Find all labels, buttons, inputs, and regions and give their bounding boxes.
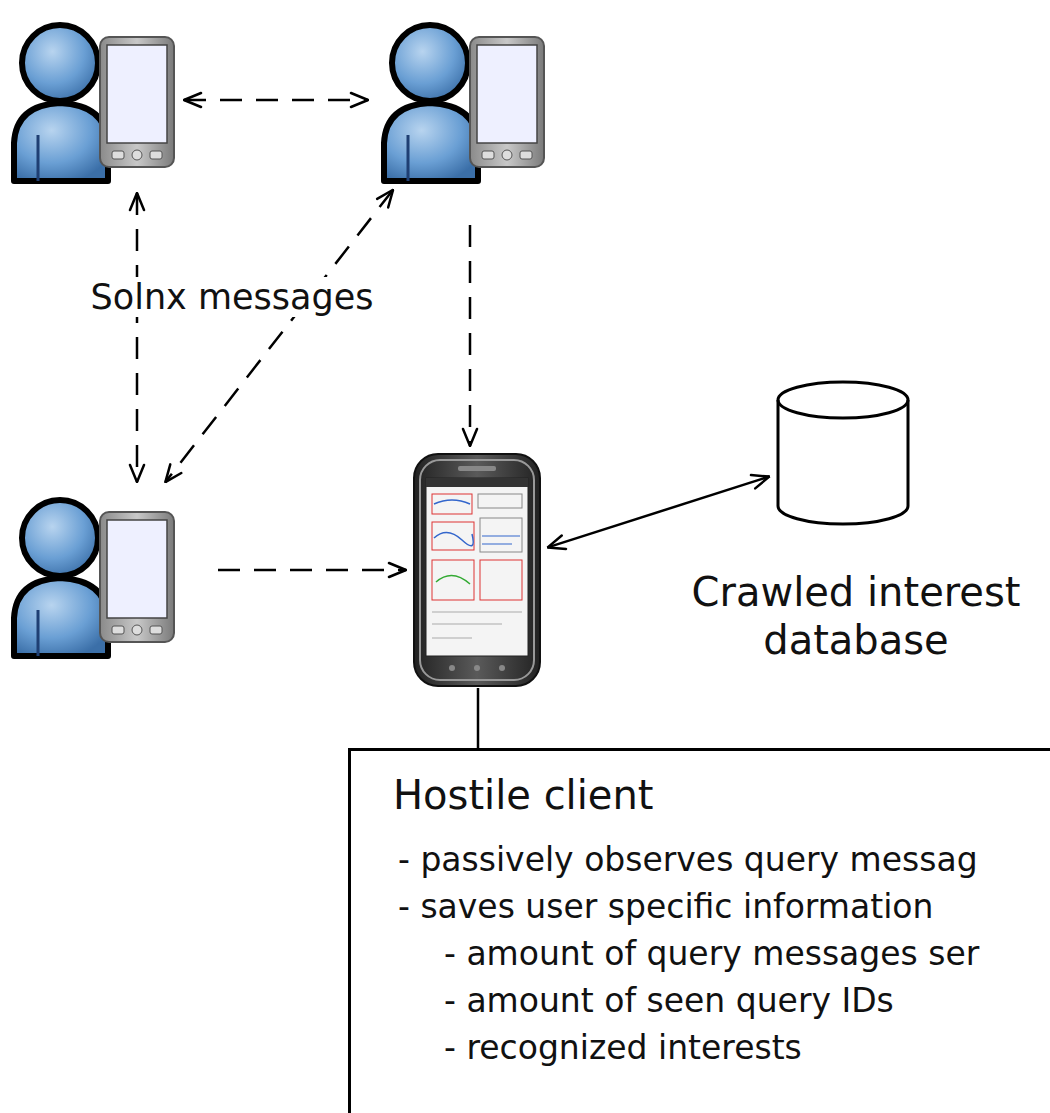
message-arrow (469, 225, 472, 446)
hostile-client-box: Hostile client - passively observes query… (348, 748, 1050, 1113)
message-arrow (165, 190, 393, 482)
sub-bullet-text: - amount of seen query IDs (444, 977, 1050, 1024)
message-arrow (218, 569, 406, 572)
database-cylinder (775, 380, 911, 526)
message-arrow (136, 193, 139, 482)
hostile-phone-icon (412, 452, 542, 688)
bullet-text: - passively observes query messag (398, 836, 1050, 883)
sub-bullet-text: - recognized interests (444, 1024, 1050, 1071)
user-device (8, 15, 178, 185)
user-icon (8, 15, 178, 185)
database: Crawled interest database (775, 380, 911, 526)
database-label: Crawled interest database (664, 568, 1048, 664)
user-icon (378, 15, 548, 185)
solid-connector (548, 477, 770, 548)
user-device (8, 490, 178, 660)
message-arrow (184, 99, 368, 102)
bullet-text: - saves user specific information (398, 883, 1050, 930)
user-icon (8, 490, 178, 660)
solid-connector (477, 688, 480, 748)
user-device (378, 15, 548, 185)
hostile-phone (412, 452, 542, 688)
edge-label: Solnx messages (87, 277, 378, 317)
box-heading: Hostile client (393, 771, 1050, 819)
sub-bullet-text: - amount of query messages ser (444, 930, 1050, 977)
